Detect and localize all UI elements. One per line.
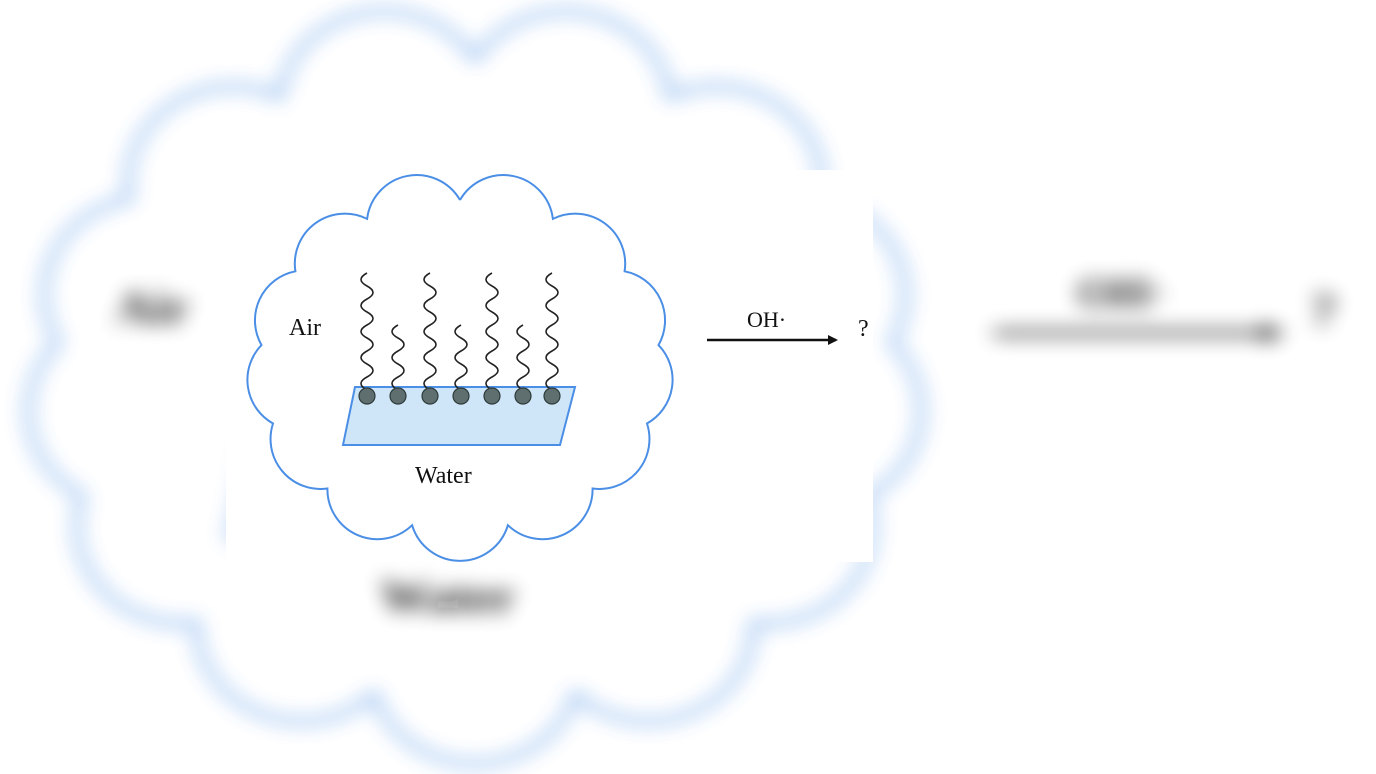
- air-label: Air: [289, 315, 321, 341]
- product-label: ?: [858, 316, 869, 342]
- surfactant-tail: [360, 272, 374, 391]
- air-label: Air: [116, 282, 189, 334]
- surfactant-headgroup: [421, 387, 439, 405]
- surfactant-headgroup: [452, 387, 470, 405]
- surfactant-tail: [485, 272, 499, 391]
- surfactant-headgroup: [358, 387, 376, 405]
- inset-background: [226, 170, 873, 562]
- water-label: Water: [380, 570, 514, 622]
- surfactant-headgroup: [483, 387, 501, 405]
- inset-diagram: Air Water OH· ?: [246, 174, 869, 562]
- water-label: Water: [415, 463, 472, 489]
- surfactant-tail: [545, 272, 559, 391]
- cloud-outline: [246, 174, 674, 562]
- reagent-label: OH·: [747, 307, 786, 332]
- surfactant-tail: [423, 272, 437, 391]
- surfactant-headgroup: [389, 387, 407, 405]
- reagent-label: OH·: [1078, 269, 1165, 317]
- surfactant-tail: [391, 324, 405, 391]
- surfactant-tail: [516, 324, 530, 391]
- surfactant-tail: [454, 324, 468, 391]
- surfactant-headgroup: [543, 387, 561, 405]
- surfactant-headgroup: [514, 387, 532, 405]
- product-label: ?: [1311, 284, 1336, 336]
